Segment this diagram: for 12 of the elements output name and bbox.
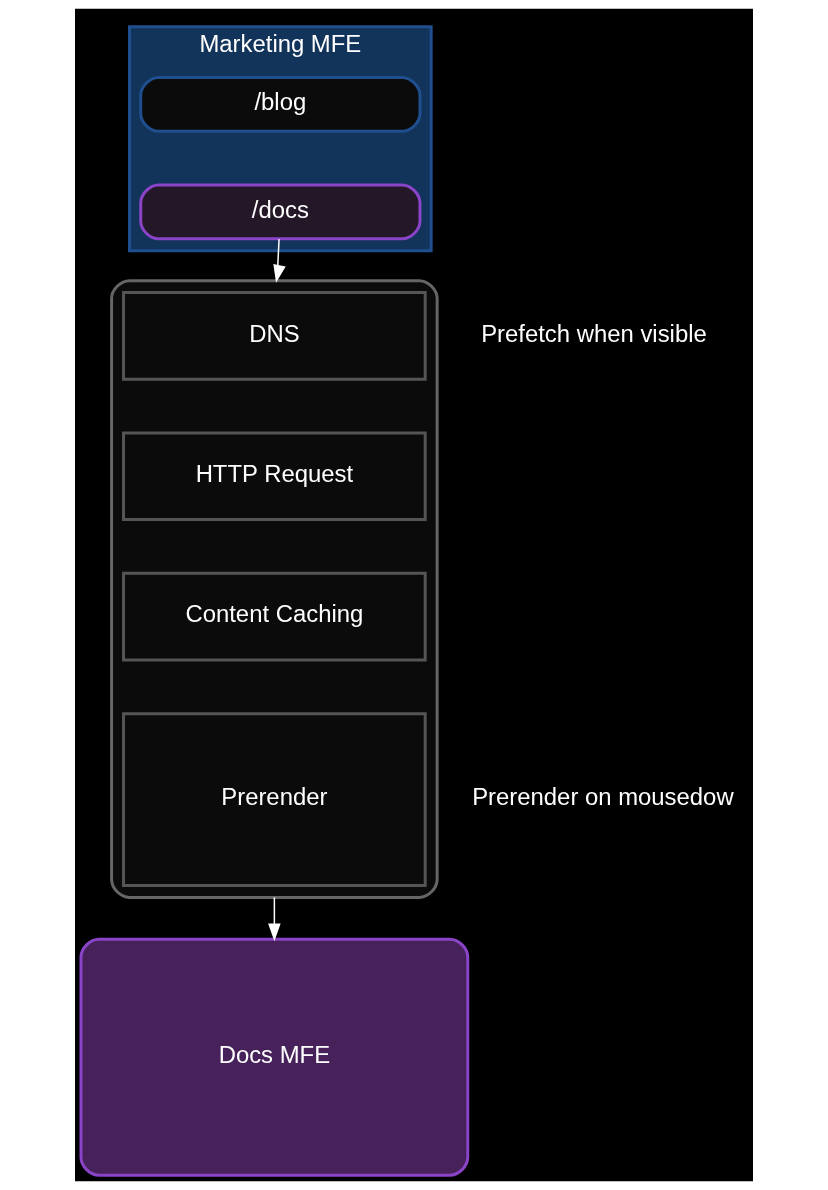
node-box: Docs MFE <box>79 937 470 1177</box>
label: Prefetch when visible <box>481 319 707 347</box>
node-box: Content Caching <box>122 571 427 662</box>
arrow <box>273 238 286 283</box>
cluster <box>110 279 439 899</box>
node-box: Prerender <box>122 712 427 887</box>
node-box: HTTP Request <box>122 431 427 522</box>
label: Prerender on mousedow <box>472 783 734 811</box>
node-box: /docs <box>139 183 422 241</box>
node-box: DNS <box>122 291 427 381</box>
arrow <box>268 896 281 942</box>
node-box: /blog <box>139 76 422 133</box>
